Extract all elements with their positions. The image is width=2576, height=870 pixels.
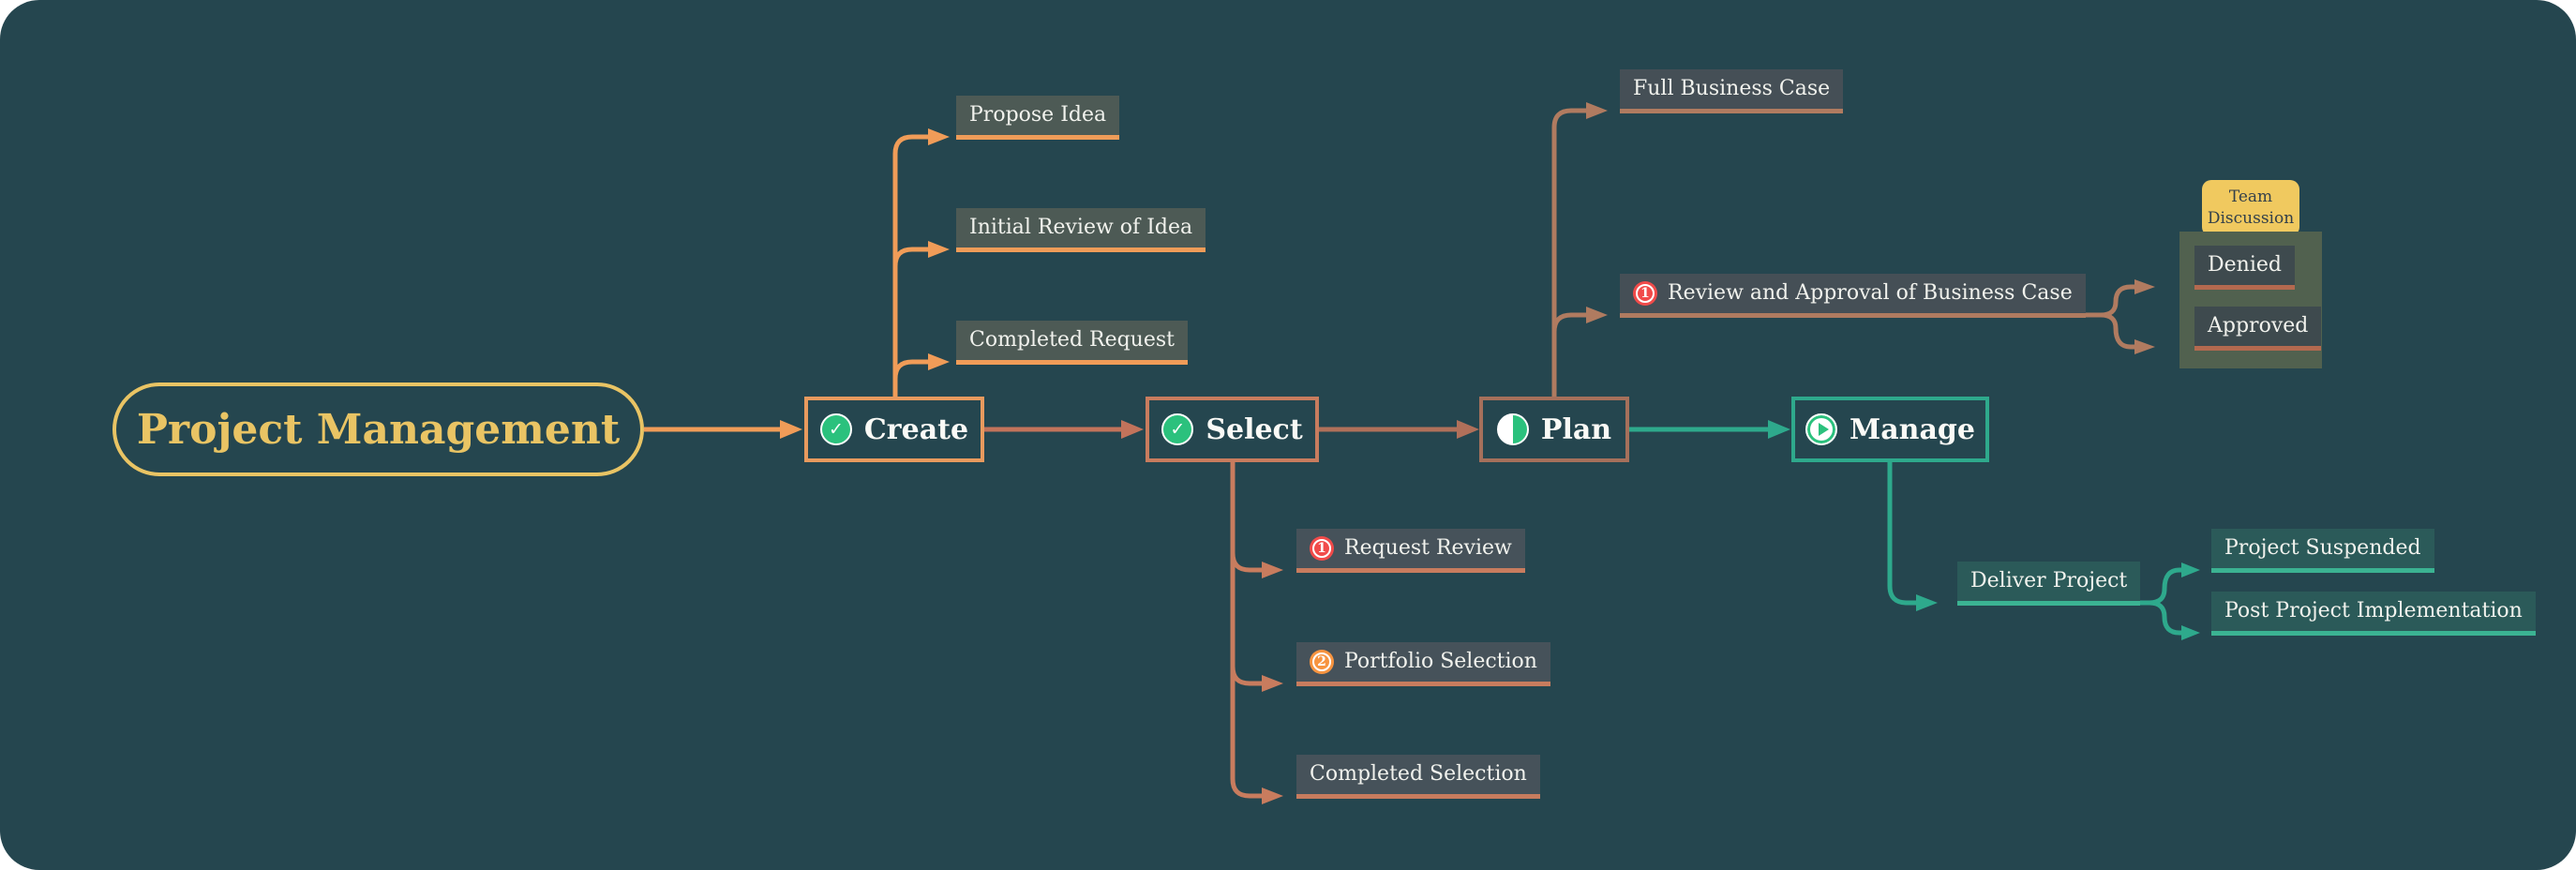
branch-label: Review and Approval of Business Case: [1668, 281, 2073, 305]
deliver-children-group: Project Suspended Post Project Implement…: [2211, 529, 2576, 651]
branch-completed-selection[interactable]: Completed Selection: [1296, 755, 1540, 799]
branch-label: Completed Request: [969, 328, 1176, 352]
node-create[interactable]: ✓ Create: [804, 397, 984, 462]
branch-label: Initial Review of Idea: [969, 216, 1193, 239]
node-plan[interactable]: Plan: [1479, 397, 1629, 462]
branch-post-project-implementation[interactable]: Post Project Implementation: [2211, 592, 2536, 636]
branch-project-suspended[interactable]: Project Suspended: [2211, 529, 2434, 573]
root-node-label: Project Management: [136, 405, 621, 454]
branch-label: Portfolio Selection: [1344, 650, 1537, 673]
team-discussion-tab[interactable]: Team Discussion: [2202, 180, 2299, 236]
node-manage[interactable]: Manage: [1791, 397, 1989, 462]
branch-request-review[interactable]: 1 Request Review: [1296, 529, 1525, 573]
branch-label: Post Project Implementation: [2224, 599, 2523, 622]
branch-label: Approved: [2208, 314, 2309, 338]
branch-initial-review[interactable]: Initial Review of Idea: [956, 208, 1206, 252]
priority-1-badge: 1: [1633, 281, 1657, 306]
branch-label: Propose Idea: [969, 103, 1107, 127]
half-filled-circle-icon: [1496, 413, 1529, 445]
node-manage-label: Manage: [1850, 412, 1975, 446]
branch-portfolio-selection[interactable]: 2 Portfolio Selection: [1296, 642, 1550, 686]
root-node[interactable]: Project Management: [112, 382, 644, 476]
priority-2-badge: 2: [1310, 650, 1334, 674]
branch-approved[interactable]: Approved: [2194, 307, 2322, 351]
branch-completed-request[interactable]: Completed Request: [956, 321, 1189, 365]
branch-propose-idea[interactable]: Propose Idea: [956, 96, 1120, 140]
branch-label: Completed Selection: [1310, 762, 1527, 786]
check-circle-icon: ✓: [1161, 413, 1194, 445]
branch-label: Deliver Project: [1970, 569, 2128, 592]
node-create-label: Create: [863, 412, 969, 446]
team-discussion-group: Team Discussion Denied Approved: [2179, 180, 2329, 461]
fork-team: [2086, 279, 2155, 354]
check-circle-icon: ✓: [819, 413, 852, 445]
branch-label: Full Business Case: [1633, 77, 1831, 100]
branch-full-business-case[interactable]: Full Business Case: [1620, 69, 1844, 113]
priority-1-badge: 1: [1310, 536, 1334, 561]
branch-denied[interactable]: Denied: [2194, 246, 2295, 290]
branch-deliver-project[interactable]: Deliver Project: [1957, 562, 2141, 606]
branch-label: Request Review: [1344, 536, 1512, 560]
node-select-label: Select: [1206, 412, 1303, 446]
node-plan-label: Plan: [1540, 412, 1612, 446]
fork-deliver: [2140, 562, 2200, 640]
branch-label: Denied: [2208, 253, 2282, 277]
node-select[interactable]: ✓ Select: [1146, 397, 1319, 462]
branch-label: Project Suspended: [2224, 536, 2421, 560]
branch-review-approval[interactable]: 1 Review and Approval of Business Case: [1620, 274, 2086, 318]
play-circle-icon: [1805, 413, 1838, 445]
